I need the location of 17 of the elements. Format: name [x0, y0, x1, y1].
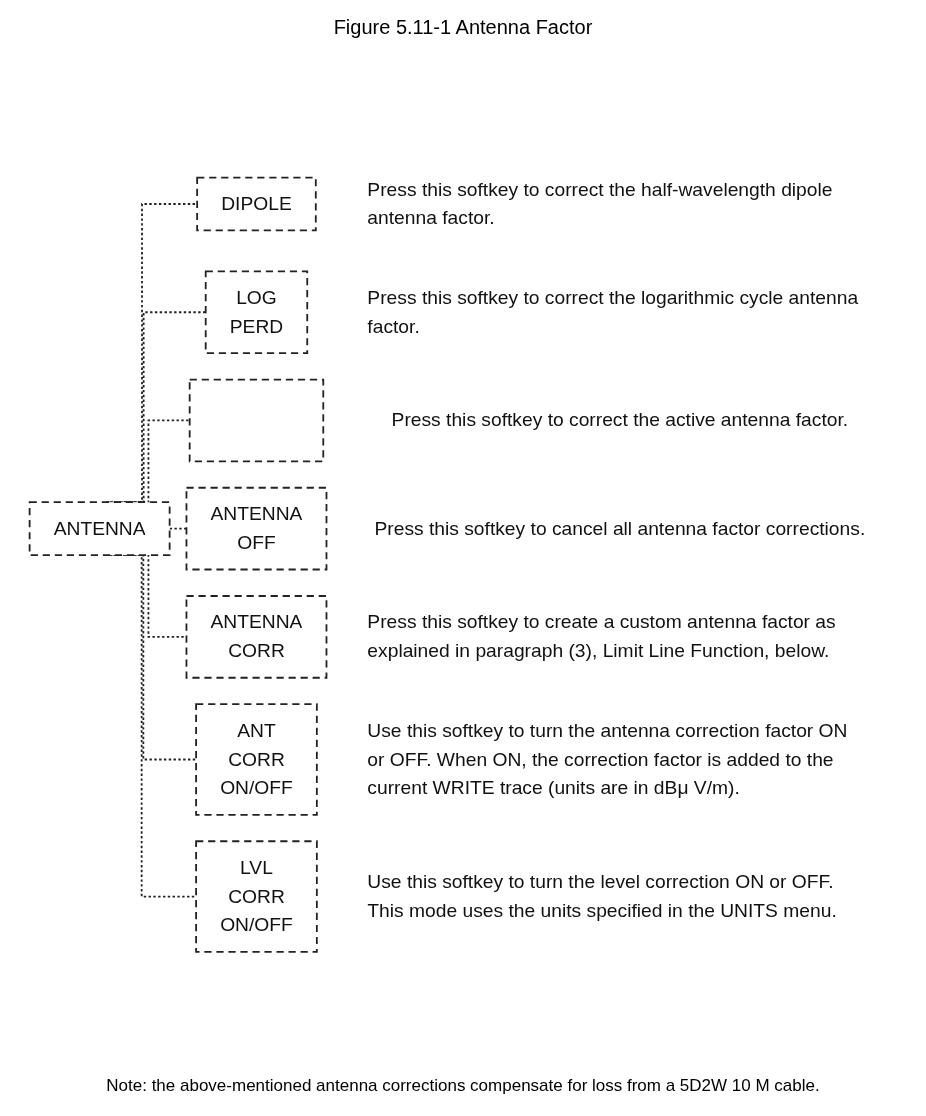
node-box: ANTENNA: [28, 501, 171, 556]
node-box: ANTENNA CORR: [185, 595, 328, 679]
node-box: LOG PERD: [204, 270, 309, 354]
node-box: [188, 378, 325, 463]
node-label: Press this softkey to correct the active antenna factor.: [391, 409, 849, 431]
node-box: LVL CORR ON/OFF: [195, 840, 318, 953]
node-label: Press this softkey to correct the half-wavelength dipole antenna factor.: [367, 178, 833, 229]
node-label: Press this softkey to correct the logarithmic cycle antenna factor.: [367, 286, 859, 337]
figure-title: Figure 5.11-1 Antenna Factor: [333, 16, 593, 39]
node-label: Press this softkey to cancel all antenna factor corrections.: [374, 517, 866, 539]
node-label: Use this softkey to turn the antenna correction factor ON or OFF. When ON, the correction factor is added to the current WRITE trace (units are in dBμ V/m).: [367, 719, 848, 798]
node-label: Press this softkey to create a custom antenna factor as explained in paragraph (3), Limit Line Function, below.: [367, 611, 836, 661]
node-box: DIPOLE: [196, 176, 317, 232]
node-label: Use this softkey to turn the level correction ON or OFF. This mode uses the units specified in the UNITS menu.: [367, 871, 837, 921]
note-text: Note: the above-mentioned antenna corrections compensate for loss from a 5D2W 10 M cable.: [106, 1076, 820, 1096]
node-box: ANT CORR ON/OFF: [195, 703, 318, 816]
node-box: ANTENNA OFF: [185, 486, 328, 571]
